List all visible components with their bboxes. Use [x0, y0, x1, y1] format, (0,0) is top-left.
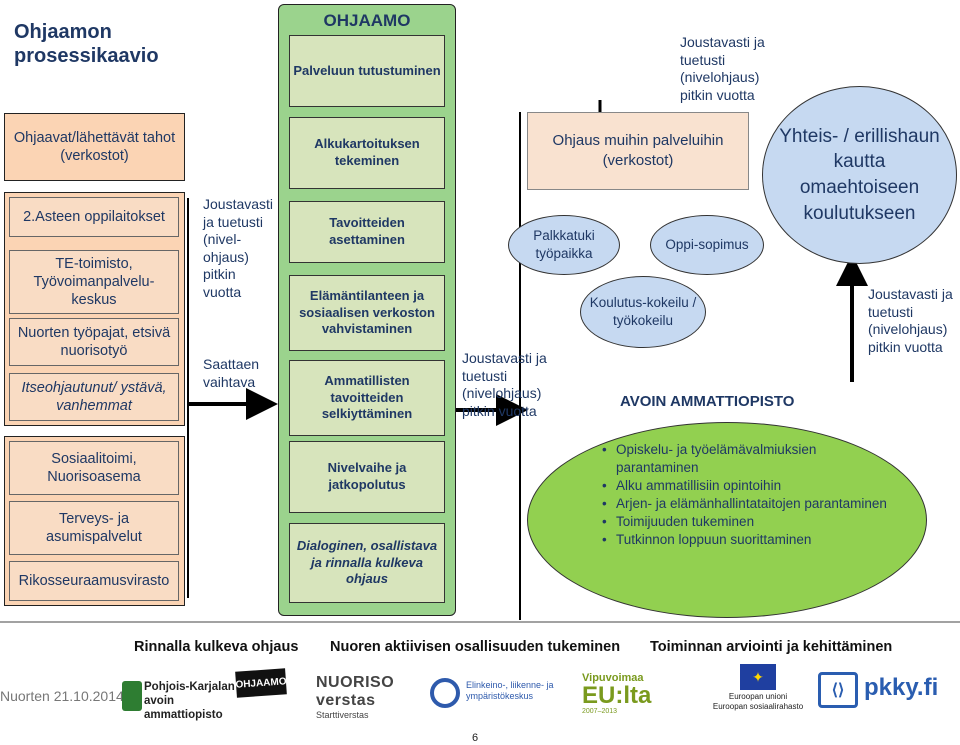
avoin-bullet: •Arjen- ja elämänhallintataitojen parant…: [602, 495, 887, 511]
eu-fund-text: Euroopan sosiaalirahasto: [712, 702, 804, 711]
middle-note: Joustavasti ja tuetusti (nivelohjaus) pi…: [462, 350, 547, 419]
avoin-bullet: •Tutkinnon loppuun suorittaminen: [602, 531, 812, 547]
eu-vipuvoimaa-years: 2007–2013: [582, 708, 618, 715]
pka-logo-mark: [122, 681, 142, 711]
ellipse-koulutuskokeilu: Koulutus-kokeilu / työkokeilu: [580, 276, 706, 348]
referrer-item: Terveys- ja asumispalvelut: [9, 501, 179, 555]
referrer-item: 2.Asteen oppilaitokset: [9, 197, 179, 237]
footer-label-2: Nuoren aktiivisen osallisuuden tukeminen: [330, 639, 621, 655]
ohjaamo-step: Elämäntilanteen ja sosiaalisen verkoston…: [289, 275, 445, 351]
pkky-logo-mark: ⟨⟩: [818, 672, 858, 708]
side-note-handover: Saattaen vaihtava: [203, 356, 260, 390]
eu-vipuvoimaa-logo: Vipuvoimaa EU:lta 2007–2013: [582, 672, 682, 720]
eu-flag-logo: ✦ Euroopan unioni Euroopan sosiaalirahas…: [710, 664, 806, 720]
top-note: Joustavasti ja tuetusti (nivelohjaus) pi…: [680, 34, 765, 103]
eu-flag-icon: ✦: [740, 664, 776, 690]
side-note-flexible: Joustavasti ja tuetusti (nivel-ohjaus) p…: [203, 196, 274, 300]
footer-date: Nuorten 21.10.2014: [0, 688, 124, 704]
nuoriso-logo: NUORISO verstas Starttiverstas: [316, 674, 408, 722]
pka-logo: Pohjois-Karjalan avoin ammattiopisto: [122, 673, 235, 721]
avoin-bullet: •Toimijuuden tukeminen: [602, 513, 755, 529]
page-number: 6: [472, 732, 479, 744]
ohjaamo-panel: OHJAAMO Palveluun tutustuminen Alkukarto…: [278, 4, 456, 616]
eu-vipuvoimaa-line2: EU:lta: [582, 682, 652, 709]
referrers-group-2: Sosiaalitoimi, Nuorisoasema Terveys- ja …: [4, 436, 185, 606]
ohjaamo-step: Palveluun tutustuminen: [289, 35, 445, 107]
pkky-logo-text: pkky.fi: [864, 674, 939, 701]
ely-logo: Elinkeino-, liikenne- ja ympäristökeskus: [430, 676, 560, 716]
pkky-logo: ⟨⟩ pkky.fi: [818, 670, 958, 710]
nuoriso-logo-text: NUORISO verstas: [316, 674, 395, 709]
footer-label-3: Toiminnan arviointi ja kehittäminen: [650, 639, 893, 655]
ellipse-oppisopimus: Oppi-sopimus: [650, 215, 764, 275]
referrer-item: Itseohjautunut/ ystävä, vanhemmat: [9, 373, 179, 421]
referrers-group-1: 2.Asteen oppilaitokset TE-toimisto, Työv…: [4, 192, 185, 426]
eu-vipuvoimaa-line1: Vipuvoimaa: [582, 672, 644, 684]
joint-application-ellipse: Yhteis- / erillishaun kautta omaehtoisee…: [762, 86, 957, 264]
ohjaamo-logo: OHJAAMO: [235, 668, 287, 698]
avoin-title: AVOIN AMMATTIOPISTO: [620, 393, 795, 410]
ohjaamo-step: Ammatillisten tavoitteiden selkiyttämine…: [289, 360, 445, 436]
ohjaamo-step: Dialoginen, osallistava ja rinnalla kulk…: [289, 523, 445, 603]
ellipse-palkkatuki: Palkkatuki työpaikka: [508, 215, 620, 275]
avoin-bullet: •Opiskelu- ja työelämävalmiuksien parant…: [602, 442, 817, 475]
nuoriso-logo-sub: Starttiverstas: [316, 710, 369, 720]
ely-logo-mark: [430, 678, 460, 708]
other-services-box: Ohjaus muihin palveluihin (verkostot): [527, 112, 749, 190]
page-title: Ohjaamon prosessikaavio: [14, 21, 159, 67]
ohjaamo-step: Nivelvaihe ja jatkopolutus: [289, 441, 445, 513]
ohjaamo-title: OHJAAMO: [323, 11, 411, 30]
avoin-ellipse: •Opiskelu- ja työelämävalmiuksien parant…: [527, 422, 927, 618]
referrer-item: Sosiaalitoimi, Nuorisoasema: [9, 441, 179, 495]
eu-union-text: Euroopan unioni: [728, 692, 788, 701]
referrer-item: Nuorten työpajat, etsivä nuorisotyö: [9, 318, 179, 366]
avoin-bullet: •Alku ammatillisiin opintoihin: [602, 477, 782, 493]
referrer-item: Rikosseuraamusvirasto: [9, 561, 179, 601]
ely-logo-text: Elinkeino-, liikenne- ja ympäristökeskus: [466, 680, 554, 701]
avoin-bullets: •Opiskelu- ja työelämävalmiuksien parant…: [590, 441, 890, 549]
referrers-header: Ohjaavat/lähettävät tahot (verkostot): [4, 113, 185, 181]
other-services-title: Ohjaus muihin palveluihin (verkostot): [552, 132, 724, 170]
ohjaamo-step: Alkukartoituksen tekeminen: [289, 117, 445, 189]
referrer-item: TE-toimisto, Työvoimanpalvelu-keskus: [9, 250, 179, 314]
right-note: Joustavasti ja tuetusti (nivelohjaus) pi…: [868, 286, 953, 355]
pka-logo-text: Pohjois-Karjalan avoin ammattiopisto: [144, 681, 235, 721]
footer-label-1: Rinnalla kulkeva ohjaus: [134, 639, 299, 655]
ohjaamo-step: Tavoitteiden asettaminen: [289, 201, 445, 263]
